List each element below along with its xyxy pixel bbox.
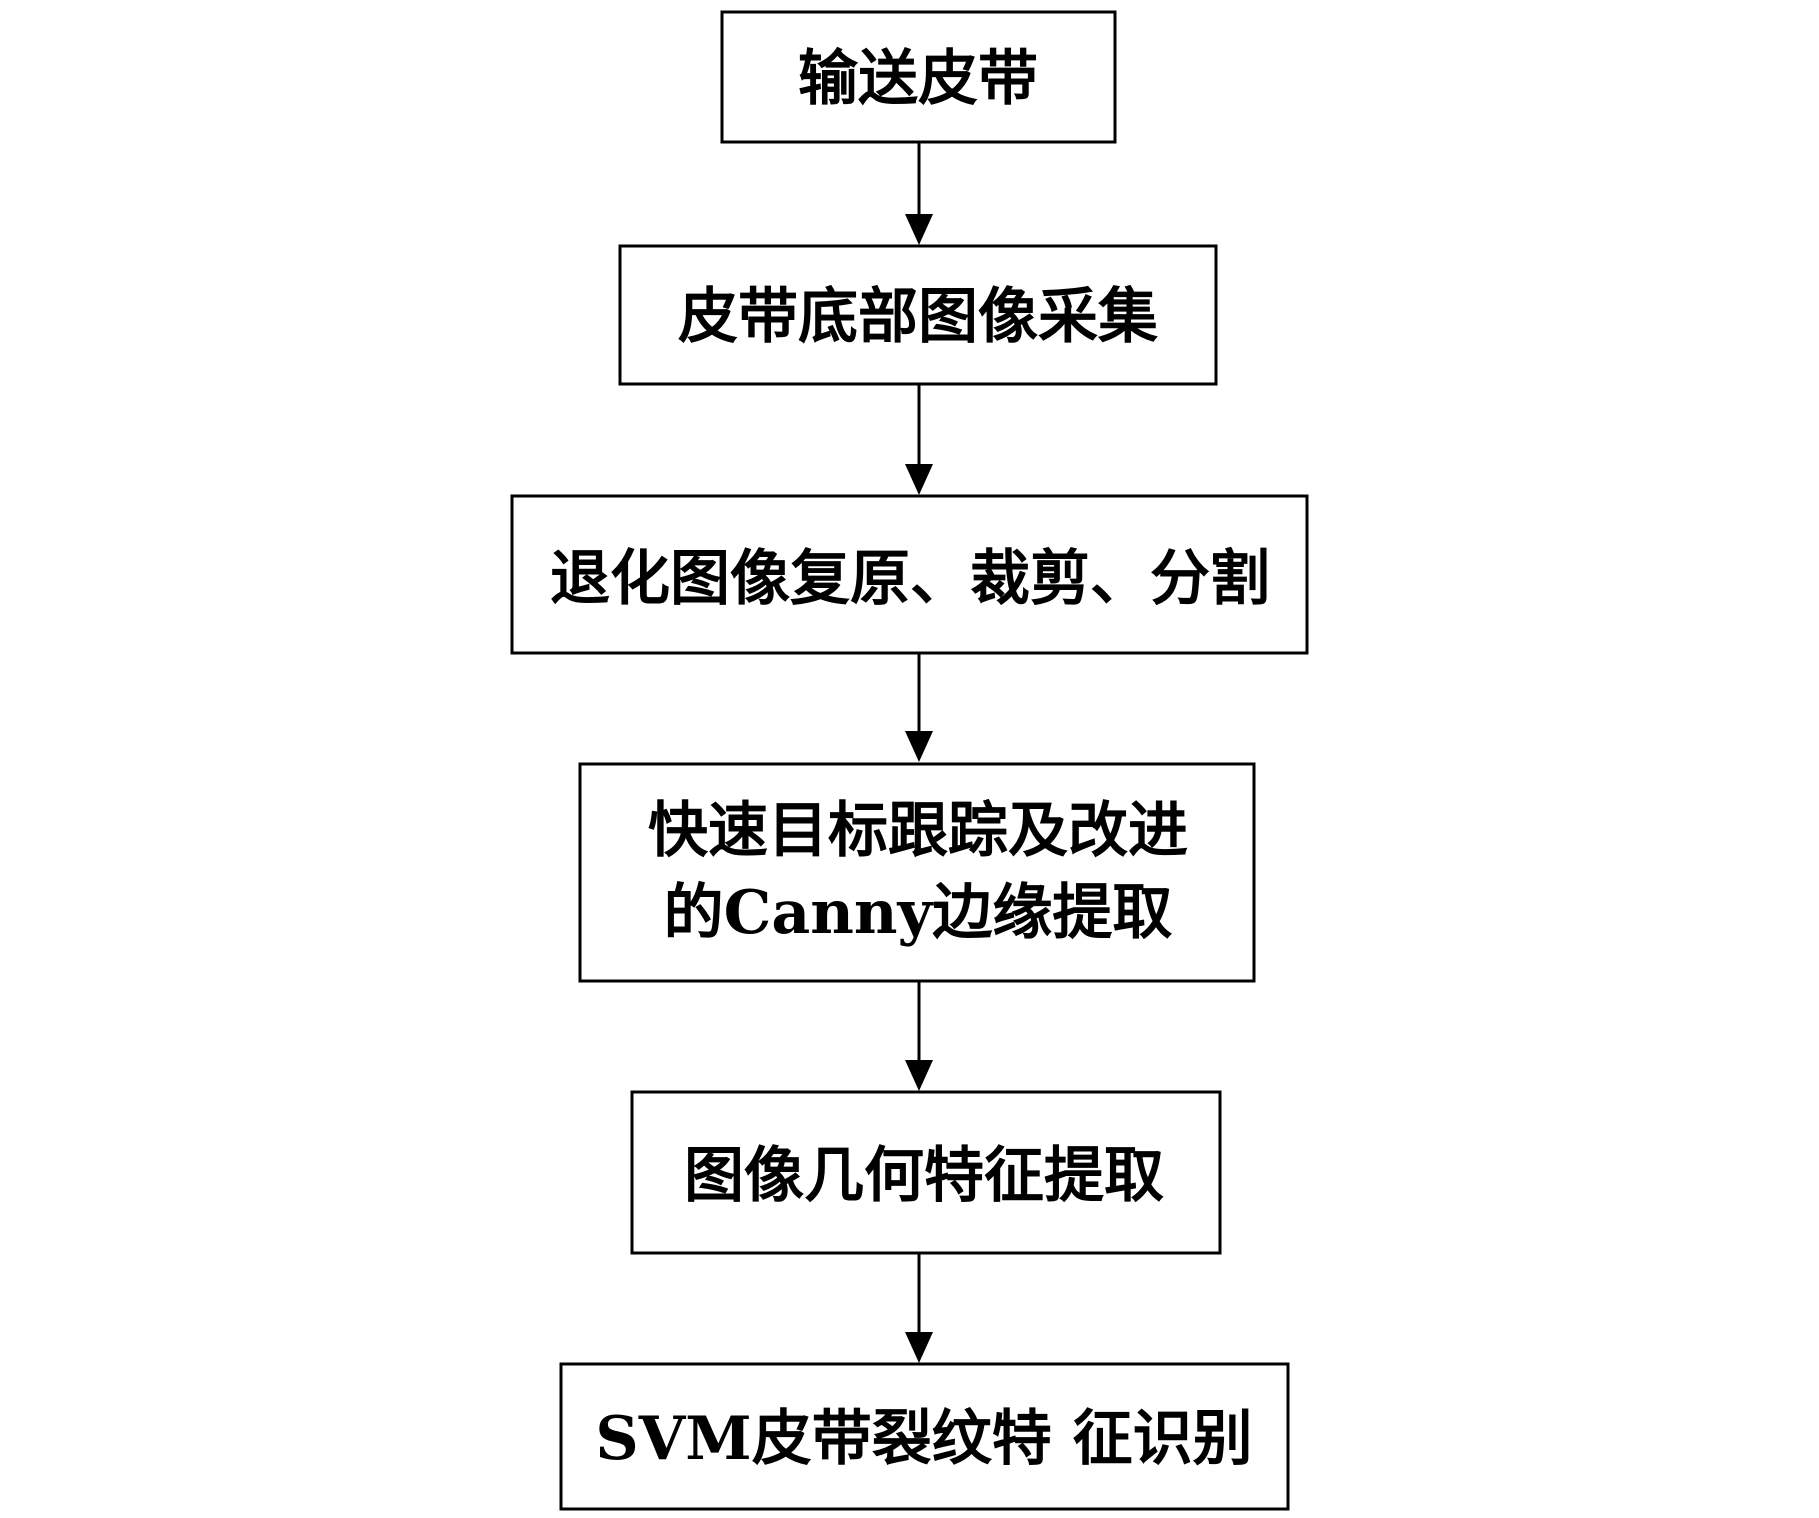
step-box [630,1090,1222,1255]
step-box [559,1362,1290,1511]
step-label: SVM皮带裂纹特 征识别 [595,1404,1252,1474]
step-label: 退化图像复原、裁剪、分割 [550,544,1270,614]
arrow-head [905,464,933,495]
step-image-restoration: 退化图像复原、裁剪、分割 [510,494,1309,655]
step-label: 输送皮带 [798,44,1038,114]
arrow-head [905,1332,933,1363]
step-label: 的Canny边缘提取 [664,878,1173,948]
arrow-head [905,731,933,762]
arrow-4 [905,981,933,1091]
arrow-1 [905,142,933,245]
step-svm-crack-recognition: SVM皮带裂纹特 征识别 [559,1362,1290,1511]
arrow-head [905,1060,933,1091]
step-label: 图像几何特征提取 [684,1141,1164,1211]
arrow-5 [905,1253,933,1363]
step-box [618,244,1218,386]
arrow-2 [905,384,933,495]
step-box [720,10,1117,144]
arrow-3 [905,653,933,762]
step-label: 快速目标跟踪及改进 [648,796,1188,866]
step-tracking-edge-extraction: 快速目标跟踪及改进 的Canny边缘提取 [578,762,1256,983]
arrow-head [905,214,933,245]
step-image-acquisition: 皮带底部图像采集 [618,244,1218,386]
step-label: 皮带底部图像采集 [678,282,1158,352]
step-conveyor-belt: 输送皮带 [720,10,1117,144]
step-box [578,762,1256,983]
step-geometric-feature-extraction: 图像几何特征提取 [630,1090,1222,1255]
step-box [510,494,1309,655]
